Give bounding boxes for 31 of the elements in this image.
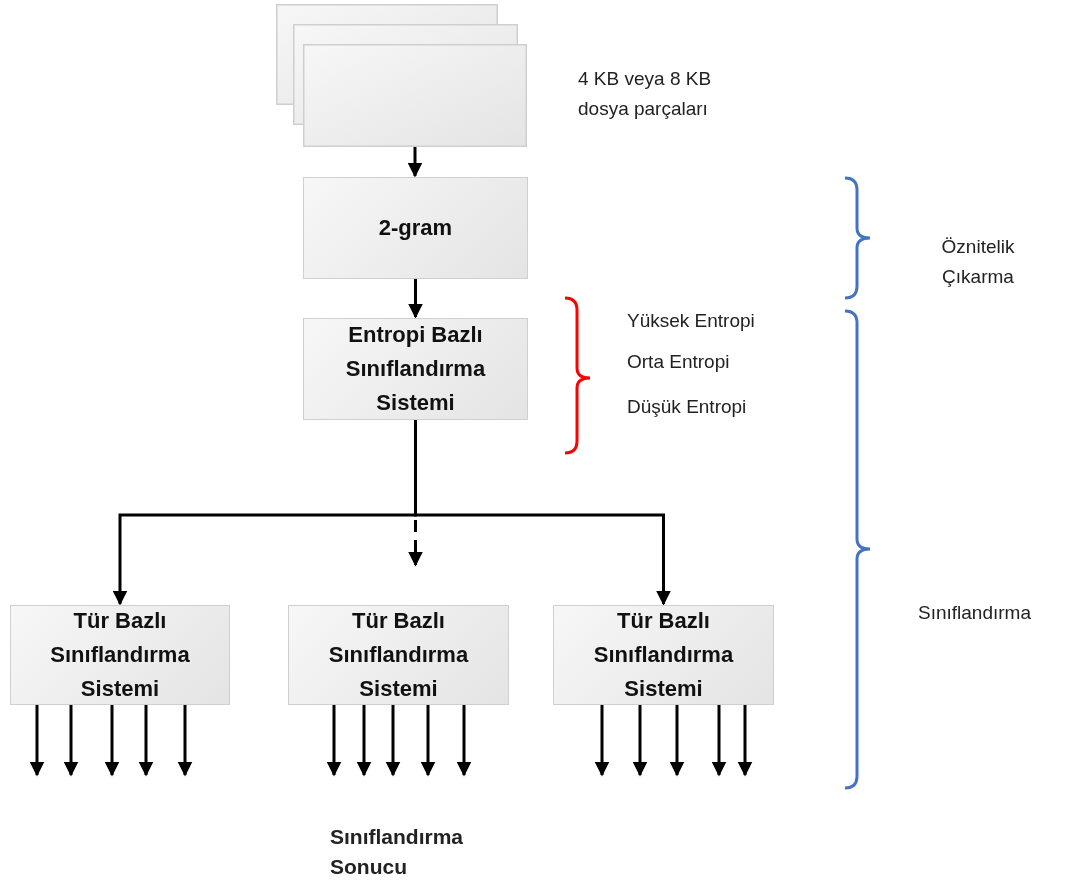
arrow xyxy=(356,705,372,777)
process-box: Tür Bazlı Sınıflandırma Sistemi xyxy=(288,605,509,705)
note-text: Düşük Entropi xyxy=(627,395,748,419)
arrow xyxy=(29,705,45,777)
arrow xyxy=(711,705,727,777)
arrow xyxy=(104,705,120,777)
arrow xyxy=(737,705,753,777)
result-label: Sınıflandırma Sonucu xyxy=(330,824,465,880)
arrow xyxy=(407,147,423,178)
arrow xyxy=(414,420,671,606)
note-text: Orta Entropi xyxy=(627,350,731,374)
arrow xyxy=(177,705,193,777)
node-caption: 4 KB veya 8 KB dosya parçaları xyxy=(578,67,713,121)
arrow xyxy=(408,279,423,319)
process-box: Tür Bazlı Sınıflandırma Sistemi xyxy=(553,605,774,705)
arrow xyxy=(669,705,685,777)
arrow xyxy=(385,705,401,777)
arrow xyxy=(138,705,154,777)
arrow xyxy=(632,705,648,777)
process-box: Tür Bazlı Sınıflandırma Sistemi xyxy=(10,605,230,705)
process-box: Entropi Bazlı Sınıflandırma Sistemi xyxy=(303,318,528,420)
arrow xyxy=(326,705,342,777)
arrow xyxy=(420,705,436,777)
stacked-pages-drawing xyxy=(276,4,527,147)
note-text: Yüksek Entropi xyxy=(627,309,756,333)
arrow xyxy=(456,705,472,777)
arrow xyxy=(63,705,79,777)
bracket-label: Sınıflandırma xyxy=(918,601,1032,625)
process-box: 2-gram xyxy=(303,177,528,279)
arrow xyxy=(594,705,610,777)
bracket-label: Öznitelik Çıkarma xyxy=(940,235,1016,289)
